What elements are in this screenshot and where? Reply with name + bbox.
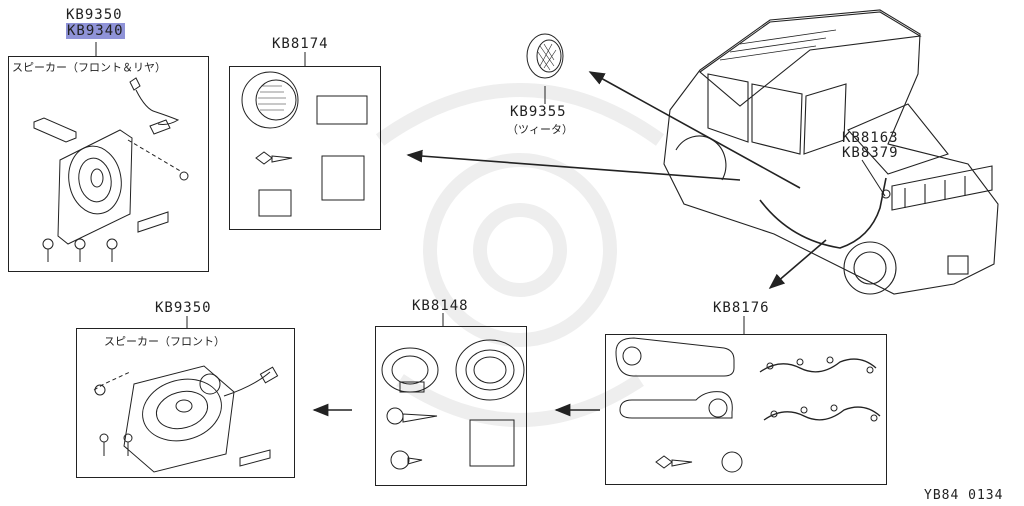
part-code-kb9350-front[interactable]: KB9350 [155,300,212,316]
vehicle-artwork [663,9,999,295]
watermark-emblem [375,83,665,427]
speaker-front-rear-artwork [33,77,189,262]
arrow-to-kb9355 [588,71,801,189]
leader-lines [95,42,886,334]
arrow-to-kb8174 [406,149,741,181]
caption-speaker-front: スピーカー（フロント） [104,335,225,348]
panel-speaker-front [76,328,295,478]
part-code-kb9355[interactable]: KB9355 [510,104,567,120]
panel-speaker-front-rear [8,56,209,272]
part-code-kb9340[interactable]: KB9340 [66,23,125,39]
part-code-kb8174[interactable]: KB8174 [272,36,329,52]
arrow-to-kb8176 [768,239,827,290]
kb8174-parts-artwork [241,71,368,217]
figure-id: YB84 0134 [924,488,1004,503]
kb8148-parts-artwork [381,339,525,470]
part-code-kb8379[interactable]: KB8379 [842,145,899,161]
kb8176-parts-artwork [615,337,881,473]
caption-tweeter: （ツィータ） [507,123,573,136]
highlighted-code: KB9340 [66,23,125,39]
part-code-kb8176[interactable]: KB8176 [713,300,770,316]
part-code-kb8148[interactable]: KB8148 [412,298,469,314]
part-code-kb9350-top[interactable]: KB9350 [66,7,123,23]
tweeter-grille-artwork [526,33,564,79]
panel-kb8176 [605,334,887,485]
part-code-kb8163[interactable]: KB8163 [842,130,899,146]
speaker-front-artwork [93,365,279,473]
caption-speaker-front-rear: スピーカー（フロント＆リヤ） [12,61,166,74]
panel-kb8174 [229,66,381,230]
panel-kb8148 [375,326,527,486]
